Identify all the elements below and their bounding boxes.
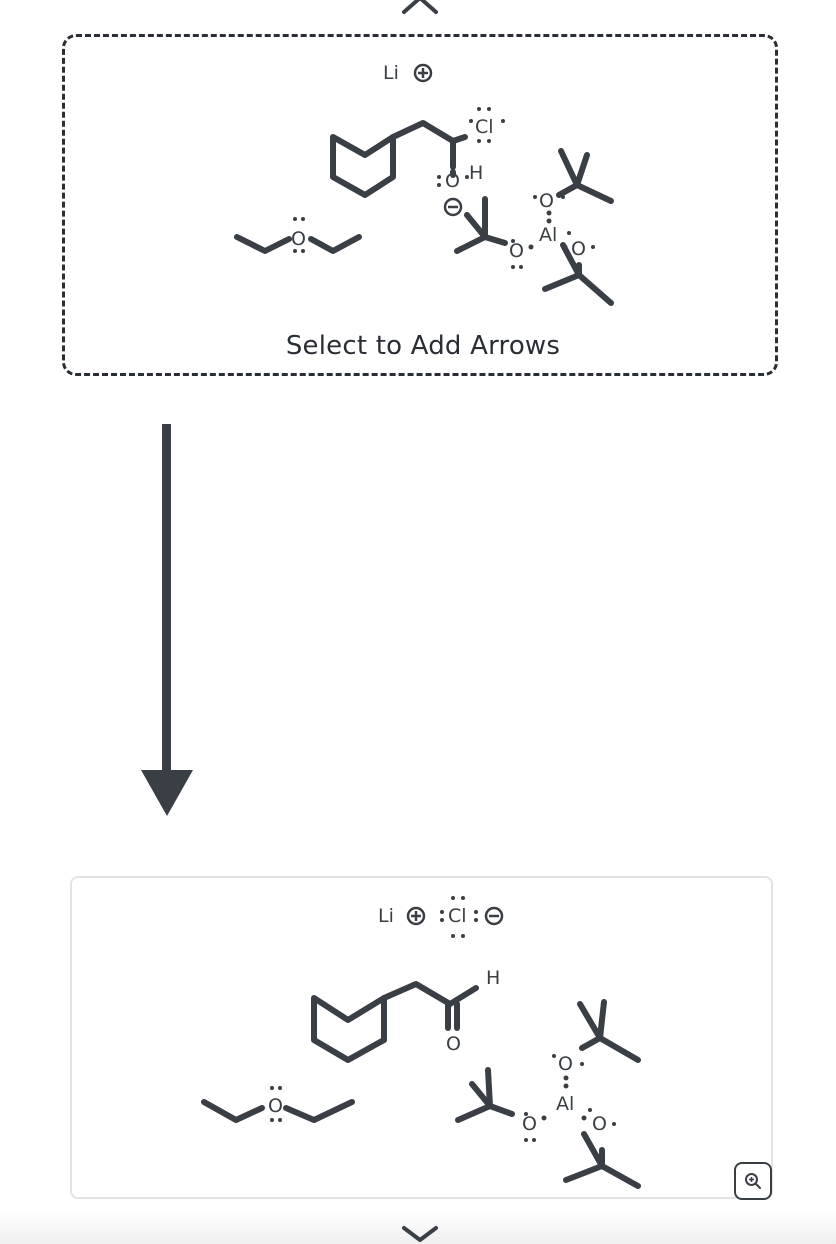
aldehyde-hydrogen-label: H: [486, 967, 500, 989]
positive-charge-icon: [413, 63, 433, 83]
product-structure: Li Cl H O O O Al O O: [201, 896, 641, 1189]
lone-pair-dots: [469, 107, 505, 143]
zoom-button[interactable]: [734, 1162, 772, 1200]
zoom-in-icon: [745, 1173, 761, 1189]
aluminum-top-oxygen-label: O: [558, 1053, 573, 1075]
chevron-up-icon[interactable]: [398, 0, 442, 16]
chlorine-label: Cl: [475, 116, 494, 138]
hydrogen-label: H: [469, 162, 483, 184]
negative-charge-icon: [484, 906, 504, 926]
negative-charge-icon: [443, 197, 463, 217]
carbonyl-oxygen-label: O: [446, 1033, 461, 1055]
cyclohexane-ring: [330, 134, 396, 198]
ether-oxygen-label: O: [291, 228, 306, 250]
cyclohexane-ring: [311, 995, 387, 1063]
aluminum-right-oxygen-label: O: [571, 238, 586, 260]
mechanism-step-box[interactable]: Li Cl O H O O Al O O: [62, 34, 778, 376]
reactant-structure: Li Cl O H O O Al O O: [234, 62, 614, 306]
positive-charge-icon: [406, 906, 426, 926]
hydroxyl-oxygen-label: O: [445, 170, 460, 192]
aluminum-left-oxygen-label: O: [509, 240, 524, 262]
aluminum-left-oxygen-label: O: [522, 1113, 537, 1135]
aluminum-right-oxygen-label: O: [592, 1113, 607, 1135]
lithium-label: Li: [378, 905, 394, 927]
arrow-down-icon: [141, 424, 193, 816]
select-to-add-arrows-label[interactable]: Select to Add Arrows: [285, 331, 561, 361]
aluminum-top-oxygen-label: O: [539, 190, 554, 212]
aluminum-label: Al: [556, 1093, 574, 1115]
lone-pair-dots: [440, 896, 478, 938]
lithium-label: Li: [383, 62, 399, 84]
aluminum-label: Al: [539, 224, 557, 246]
product-box: Li Cl H O O O Al O O: [70, 876, 773, 1199]
ether-oxygen-label: O: [268, 1095, 283, 1117]
chevron-down-icon[interactable]: [398, 1222, 442, 1244]
chloride-label: Cl: [448, 905, 467, 927]
